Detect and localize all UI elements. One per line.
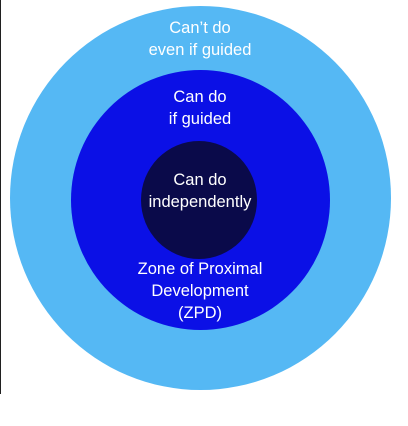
left-border-line [0, 0, 1, 394]
zpd-label-line3: (ZPD) [178, 304, 222, 322]
inner-ring-can-do-independently [141, 141, 257, 259]
outer-ring-label-line2: even if guided [148, 41, 252, 59]
zpd-label: Zone of Proximal Development (ZPD) [100, 258, 300, 324]
inner-ring-label-line2: independently [148, 193, 252, 211]
middle-ring-label: Can do if guided [120, 86, 280, 130]
middle-ring-label-line1: Can do [173, 88, 227, 106]
zpd-label-line2: Development [151, 282, 249, 300]
middle-ring-label-line2: if guided [168, 110, 232, 128]
inner-ring-label: Can do independently [120, 169, 280, 213]
inner-ring-label-line1: Can do [173, 171, 227, 189]
outer-ring-label-line1: Can’t do [169, 19, 231, 37]
zpd-label-line1: Zone of Proximal [137, 260, 263, 278]
outer-ring-label: Can’t do even if guided [120, 17, 280, 61]
